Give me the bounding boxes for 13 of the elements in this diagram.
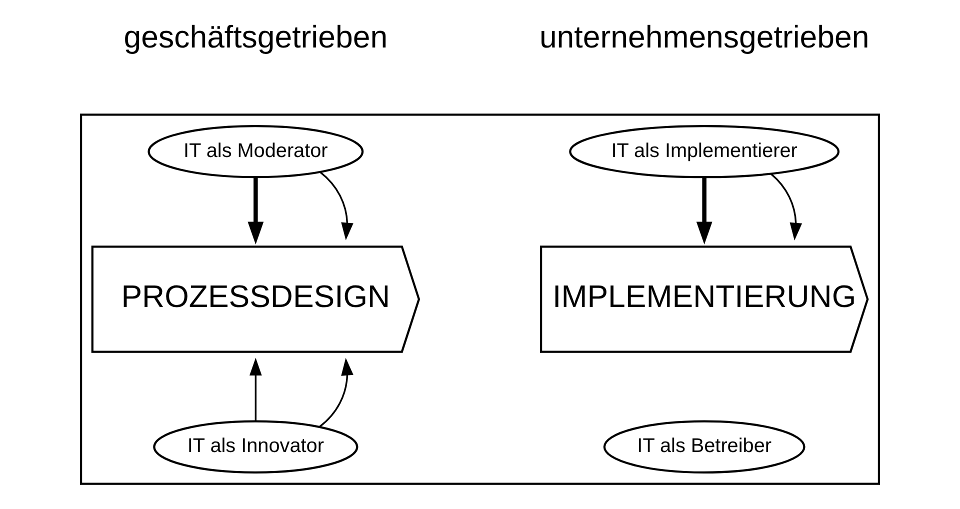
node-ellipse: IT als Innovator [153,420,358,474]
arrow [250,358,262,422]
label: unternehmensgetrieben [539,19,870,54]
cluster [80,114,880,485]
node-ellipse: IT als Implementierer [569,124,840,178]
arrow [770,173,802,240]
arrow [248,178,264,245]
arrow [318,358,354,428]
arrow [320,172,354,240]
arrow [696,178,712,245]
node-ellipse: IT als Betreiber [603,420,806,474]
label: geschäftsgetrieben [124,19,388,54]
node-ellipse: IT als Moderator [148,124,364,178]
